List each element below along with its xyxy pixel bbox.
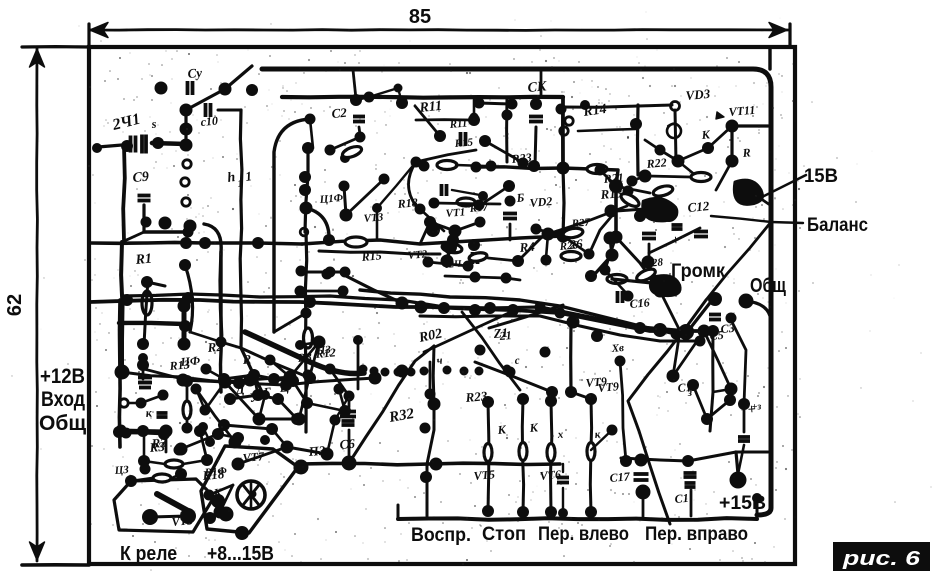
svg-text:R21: R21 [602, 170, 624, 186]
svg-text:Ц: Ц [278, 380, 290, 395]
svg-text:VD3: VD3 [685, 86, 711, 103]
svg-text:VT3: VT3 [363, 211, 384, 225]
svg-text:К: К [496, 422, 507, 437]
svg-text:+: + [747, 402, 756, 418]
svg-text:VT11: VT11 [728, 103, 756, 119]
svg-text:ПЗ: ПЗ [307, 443, 326, 460]
svg-text:C9: C9 [132, 170, 150, 186]
svg-text:C6: C6 [339, 436, 356, 452]
svg-text:C1: C1 [674, 491, 689, 506]
svg-text:Вход: Вход [41, 388, 85, 411]
svg-text:VT5: VT5 [473, 467, 495, 483]
svg-text:Стоп: Стоп [482, 524, 526, 545]
svg-text:R23: R23 [464, 388, 488, 405]
svg-text:Общ.: Общ. [39, 412, 92, 435]
svg-text:R13: R13 [168, 357, 190, 373]
svg-text:2Ч1: 2Ч1 [110, 111, 142, 135]
svg-text:Громк: Громк [671, 261, 725, 282]
svg-text:Б: Б [515, 190, 525, 205]
svg-text:R11: R11 [418, 99, 443, 116]
svg-text:C13: C13 [677, 379, 698, 395]
svg-text:VT7: VT7 [242, 449, 265, 465]
svg-text:Пер. влево: Пер. влево [538, 524, 629, 545]
svg-text:62: 62 [4, 294, 26, 316]
svg-text:Общ: Общ [750, 275, 786, 297]
svg-text:Z1: Z1 [492, 325, 509, 341]
svg-text:VT1: VT1 [445, 206, 466, 220]
svg-text:R12: R12 [314, 345, 336, 361]
svg-text:R22: R22 [645, 155, 667, 171]
svg-text:C16: C16 [629, 295, 650, 311]
svg-text:C2: C2 [331, 105, 348, 121]
svg-text:21: 21 [498, 328, 512, 343]
svg-text:VT2: VT2 [407, 248, 428, 262]
svg-text:К реле: К реле [120, 543, 177, 565]
svg-text:R11: R11 [448, 117, 468, 131]
svg-text:с: с [514, 355, 520, 367]
svg-text:Баланс: Баланс [807, 215, 868, 236]
svg-text:+8...15В: +8...15В [207, 543, 274, 565]
svg-text:85: 85 [409, 6, 431, 28]
svg-text:Ц1Ф: Ц1Ф [318, 192, 344, 206]
svg-text:К: К [528, 420, 539, 435]
svg-text:К: К [700, 127, 711, 142]
svg-text:s: s [150, 117, 157, 131]
svg-text:ч: ч [436, 355, 443, 367]
svg-text:Г: Г [262, 384, 272, 399]
svg-text:+12В: +12В [40, 365, 85, 388]
svg-text:CK: CK [527, 79, 549, 96]
svg-text:ЦЗ: ЦЗ [113, 464, 130, 477]
svg-text:+з: +з [751, 401, 762, 413]
svg-text:VT9: VT9 [597, 379, 619, 395]
svg-text:У: У [249, 389, 261, 405]
svg-text:C5: C5 [709, 328, 724, 343]
svg-text:х: х [556, 429, 564, 442]
svg-text:Хв: Хв [610, 342, 624, 355]
svg-text:R18: R18 [201, 466, 225, 483]
svg-text:c10: c10 [200, 114, 218, 129]
svg-text:Воспр.: Воспр. [411, 525, 471, 546]
svg-text:R02: R02 [417, 326, 444, 346]
svg-text:рис. 6: рис. 6 [842, 548, 921, 570]
svg-text:1: 1 [237, 178, 243, 190]
svg-text:VT6: VT6 [539, 467, 561, 483]
svg-text:C12: C12 [687, 198, 710, 215]
svg-text:з: з [686, 387, 693, 399]
svg-text:h: h [226, 170, 236, 186]
svg-text:R32: R32 [387, 406, 416, 426]
svg-text:C17: C17 [609, 469, 631, 485]
svg-text:R15: R15 [360, 248, 382, 264]
svg-text:1: 1 [244, 168, 253, 184]
svg-text:VD2: VD2 [529, 194, 553, 210]
svg-text:Д: Д [234, 381, 246, 397]
svg-text:R: R [741, 145, 751, 160]
svg-text:R13: R13 [599, 185, 623, 202]
svg-text:C3: C3 [720, 321, 735, 336]
svg-text:VT3: VT3 [171, 513, 193, 529]
svg-text:к: к [145, 405, 153, 420]
svg-text:15В: 15В [804, 166, 838, 187]
svg-text:R3: R3 [148, 439, 166, 455]
svg-text:ЦФ: ЦФ [179, 353, 201, 369]
svg-text:+: + [671, 233, 680, 249]
svg-text:ЦЗ: ЦЗ [315, 344, 332, 357]
svg-text:к: к [594, 429, 601, 441]
svg-text:VT9: VT9 [585, 374, 607, 390]
svg-text:Cy: Cy [187, 65, 203, 81]
svg-text:R4: R4 [518, 239, 536, 255]
svg-text:Пер. вправо: Пер. вправо [645, 524, 748, 545]
svg-text:R: R [241, 351, 252, 367]
svg-text:R3: R3 [150, 435, 168, 451]
svg-text:R1Ф: R1Ф [203, 465, 228, 479]
svg-text:R1: R1 [134, 252, 153, 268]
